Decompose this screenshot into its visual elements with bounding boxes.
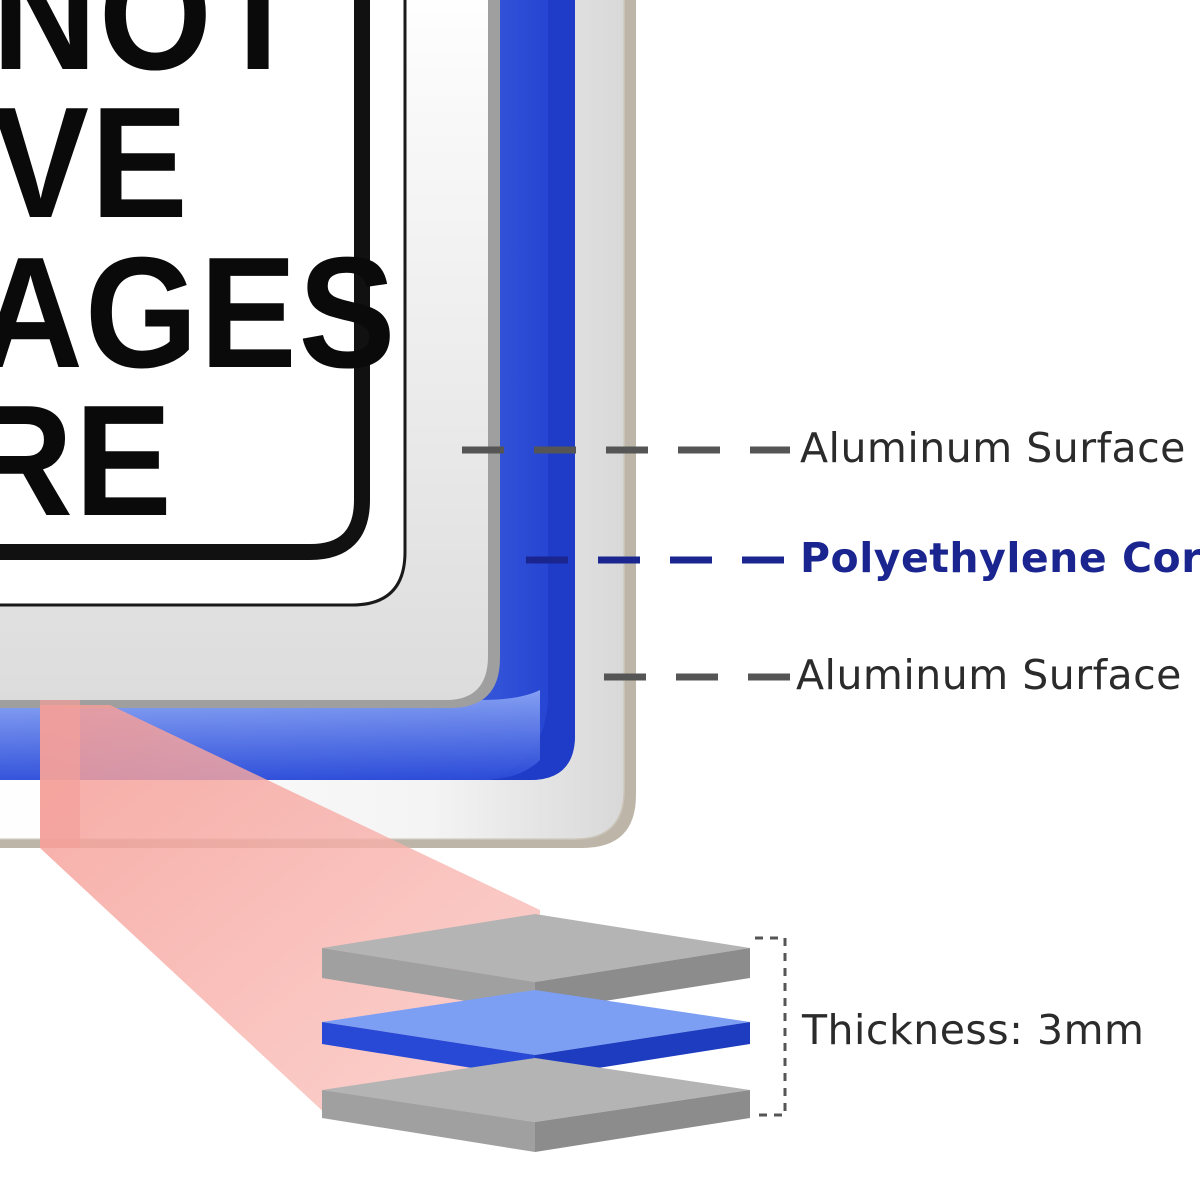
sign-word-2: VE xyxy=(0,75,190,251)
label-thickness: Thickness: 3mm xyxy=(802,1006,1145,1054)
layer-stack-bottom-aluminum xyxy=(322,1058,750,1152)
beam-origin-strip xyxy=(40,700,80,848)
sign-face xyxy=(0,0,407,607)
sign-word-3: AGES xyxy=(0,225,398,401)
thickness-bracket xyxy=(755,936,787,1117)
layer-stack-top-aluminum xyxy=(322,914,750,1012)
sign-word-4: RE xyxy=(0,373,174,549)
sign-word-1: NOT xyxy=(0,0,305,103)
label-polyethylene-core: Polyethylene Core xyxy=(800,534,1200,582)
label-aluminum-surface-bottom: Aluminum Surface xyxy=(796,651,1182,699)
label-aluminum-surface-top: Aluminum Surface xyxy=(800,424,1186,472)
layer-stack-core xyxy=(322,990,750,1078)
